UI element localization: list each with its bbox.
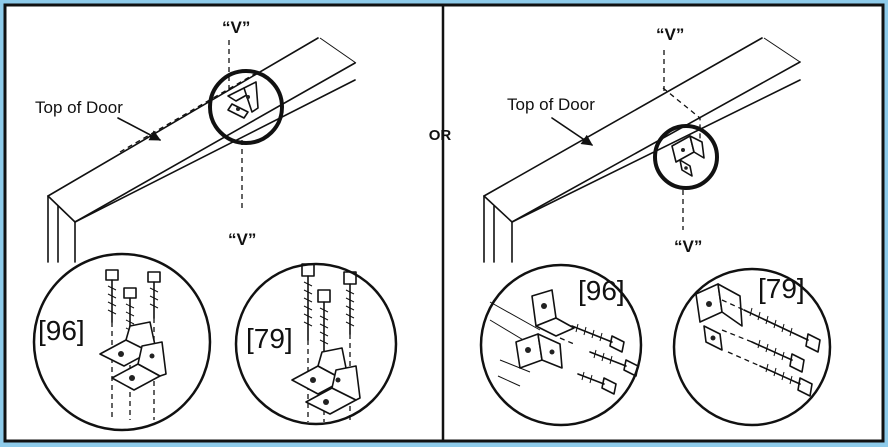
left-96-brackets-icon [99,321,167,391]
left-detail-79: [79] [234,262,398,426]
left-79-brackets-icon [291,347,361,415]
right-v-label-bottom: “V” [674,237,702,256]
or-label: OR [429,127,452,144]
left-top-of-door-label: Top of Door [35,98,123,117]
right-panel: “V” “V” Top of Door [479,25,832,427]
left-79-part-label: [79] [246,323,293,354]
right-top-of-door-arrow [551,117,593,146]
left-panel: “V” “V” Top of Door [32,18,398,432]
right-79-part-label: [79] [758,273,805,304]
right-top-of-door-label: Top of Door [507,95,595,114]
right-detail-79: [79] [672,267,832,427]
right-detail-96: [96] [479,263,643,427]
left-top-of-door-arrow [117,117,161,141]
right-small-bracket-icon [671,135,705,177]
right-79-screws-icon [721,299,821,397]
left-v-label-top: “V” [222,18,250,37]
left-highlight-circle [208,69,284,145]
left-v-label-bottom: “V” [228,230,256,249]
left-door-beam [47,37,357,263]
right-v-label-top: “V” [656,25,684,44]
left-small-bracket-icon [227,81,259,119]
left-96-part-label: [96] [38,315,85,346]
right-highlight-circle [653,124,719,190]
right-door-beam [483,37,801,263]
right-96-brackets-icon [489,289,575,387]
right-79-brackets-icon [695,283,743,351]
right-96-part-label: [96] [578,275,625,306]
left-detail-96: [96] [32,252,212,432]
right-96-screws-icon [559,323,639,395]
